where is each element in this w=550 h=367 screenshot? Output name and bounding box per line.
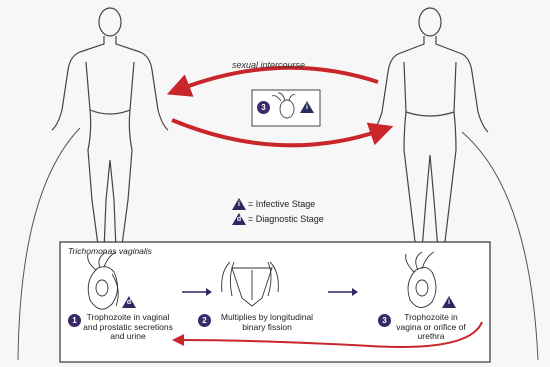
stage3-infective-icon: i [442,296,456,309]
stage3-number-badge: 3 [378,314,391,327]
infective-stage-label: = Infective Stage [248,199,315,209]
stage2-description: Multiplies by longitudinal binary fissio… [212,313,322,332]
diagnostic-stage-label: = Diagnostic Stage [248,214,324,224]
stage2-number-badge: 2 [198,314,211,327]
arrow-to-left-figure [178,68,378,90]
center-infective-icon: i [300,101,314,114]
infective-stage-icon: i [232,198,246,211]
stage1-description: Trophozoite in vaginal and prostatic sec… [82,313,174,342]
sexual-intercourse-label: sexual intercourse [232,60,305,70]
stage3-description: Trophozoite in vagina or orifice of uret… [392,313,470,342]
left-human-figure [52,8,168,256]
stage1-number-badge: 1 [68,314,81,327]
right-human-figure [372,8,488,250]
stage1-diagnostic-icon: d [122,296,136,309]
diagnostic-stage-icon: d [232,213,246,226]
center-stage-badge: 3 [257,101,270,114]
inset-title: Trichomonas vaginalis [68,246,152,256]
